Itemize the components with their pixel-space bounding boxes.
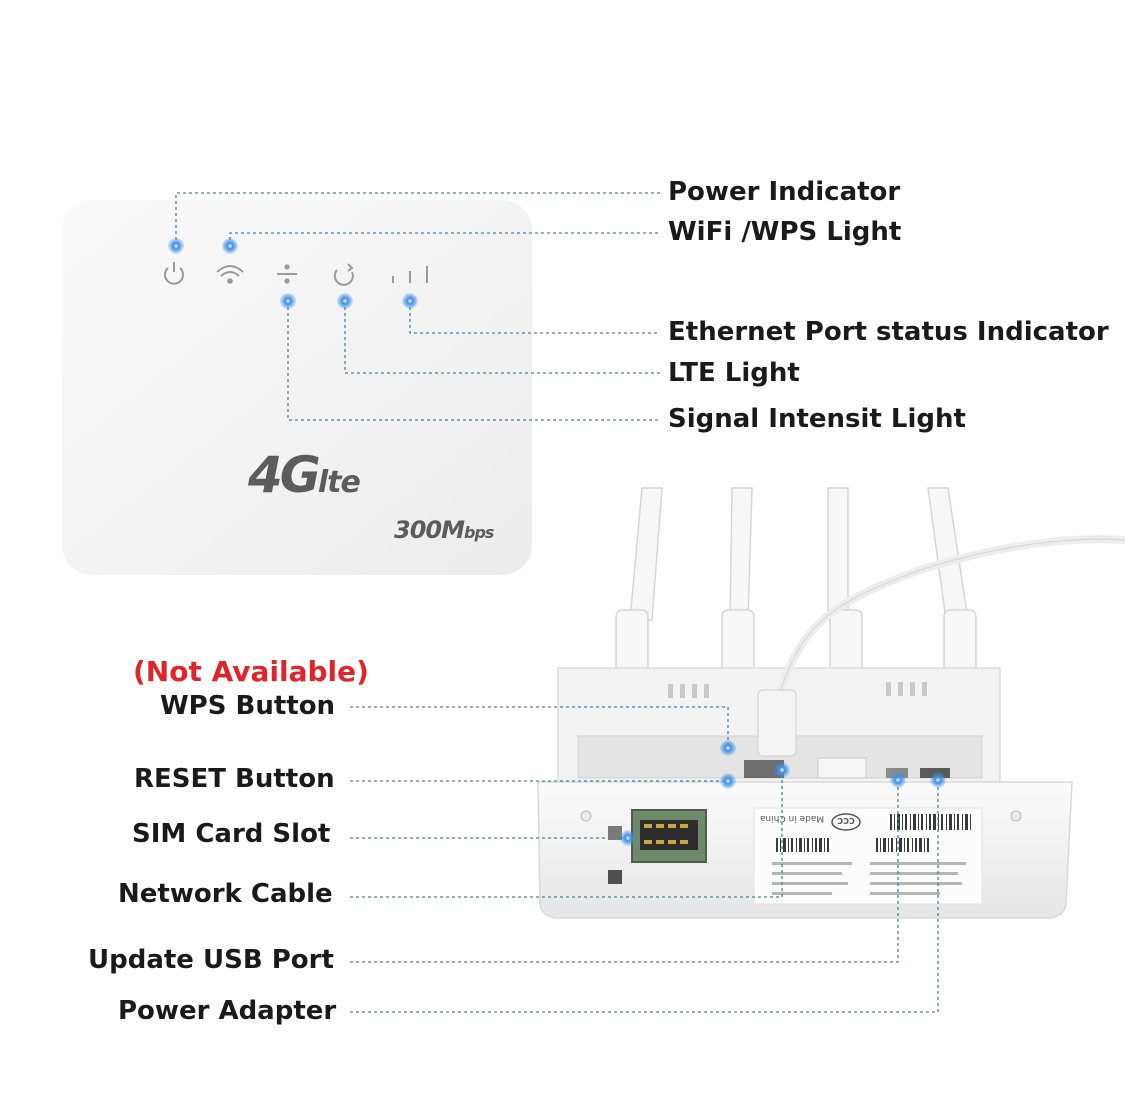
leader-network <box>350 770 783 898</box>
cable-plug <box>757 689 797 757</box>
label-ethernet-status: Ethernet Port status Indicator <box>668 317 1109 347</box>
ethernet-port <box>744 760 784 778</box>
speed-main-text: 300M <box>394 516 465 544</box>
leader-lines <box>175 192 939 1013</box>
label-power-indicator: Power Indicator <box>668 177 901 207</box>
leader-signal <box>287 301 660 421</box>
leader-wifi <box>229 232 660 246</box>
marker-dot <box>620 830 636 846</box>
brand-lte-text: lte <box>317 465 361 500</box>
marker-dot <box>168 238 184 254</box>
marker-dot <box>930 772 946 788</box>
marker-dot <box>890 772 906 788</box>
marker-dot <box>720 773 736 789</box>
ethernet-port-2 <box>817 757 867 779</box>
marker-dot <box>720 740 736 756</box>
power-led-icon <box>164 262 184 285</box>
router-front <box>62 200 532 575</box>
leader-wps <box>350 706 729 748</box>
signal-led-icon <box>392 266 428 283</box>
label-sim-card-slot: SIM Card Slot <box>132 819 331 849</box>
marker-dot <box>222 238 238 254</box>
product-sticker <box>753 807 983 905</box>
ethernet-led-icon <box>277 264 297 284</box>
marker-dot <box>774 762 790 778</box>
router-back: CCC Made in China <box>537 487 1125 919</box>
brand-4g-text: 4G <box>248 446 321 504</box>
wifi-led-icon <box>216 265 244 284</box>
label-lte-light: LTE Light <box>668 358 800 388</box>
sticker-barcodes <box>776 814 971 852</box>
label-network-cable: Network Cable <box>118 879 333 909</box>
marker-dots <box>168 238 946 846</box>
speed-badge: 300Mbps <box>394 516 494 544</box>
router-front-body <box>62 200 532 575</box>
label-update-usb-port: Update USB Port <box>88 945 334 975</box>
label-wifi-wps-light: WiFi /WPS Light <box>668 217 902 247</box>
label-power-adapter: Power Adapter <box>118 996 337 1026</box>
ccc-mark-text: CCC <box>837 816 855 825</box>
brand-4g: 4Glte <box>248 450 361 500</box>
marker-dot <box>280 293 296 309</box>
label-signal-light: Signal Intensit Light <box>668 404 966 434</box>
leader-usb <box>350 780 899 963</box>
lte-led-icon <box>333 263 354 286</box>
leader-lte <box>344 301 660 374</box>
marker-dot <box>337 293 353 309</box>
marker-dot <box>402 293 418 309</box>
speed-unit-text: bps <box>463 523 494 542</box>
leader-power-adapter <box>350 780 939 1013</box>
label-reset-button: RESET Button <box>134 764 335 794</box>
label-not-available: (Not Available) <box>133 655 369 688</box>
leader-ethernet <box>409 301 660 334</box>
label-wps-button: WPS Button <box>160 691 336 721</box>
ccc-mark <box>831 813 861 831</box>
vent-slots <box>668 682 927 698</box>
made-in-china-text: Made in China <box>760 813 824 823</box>
